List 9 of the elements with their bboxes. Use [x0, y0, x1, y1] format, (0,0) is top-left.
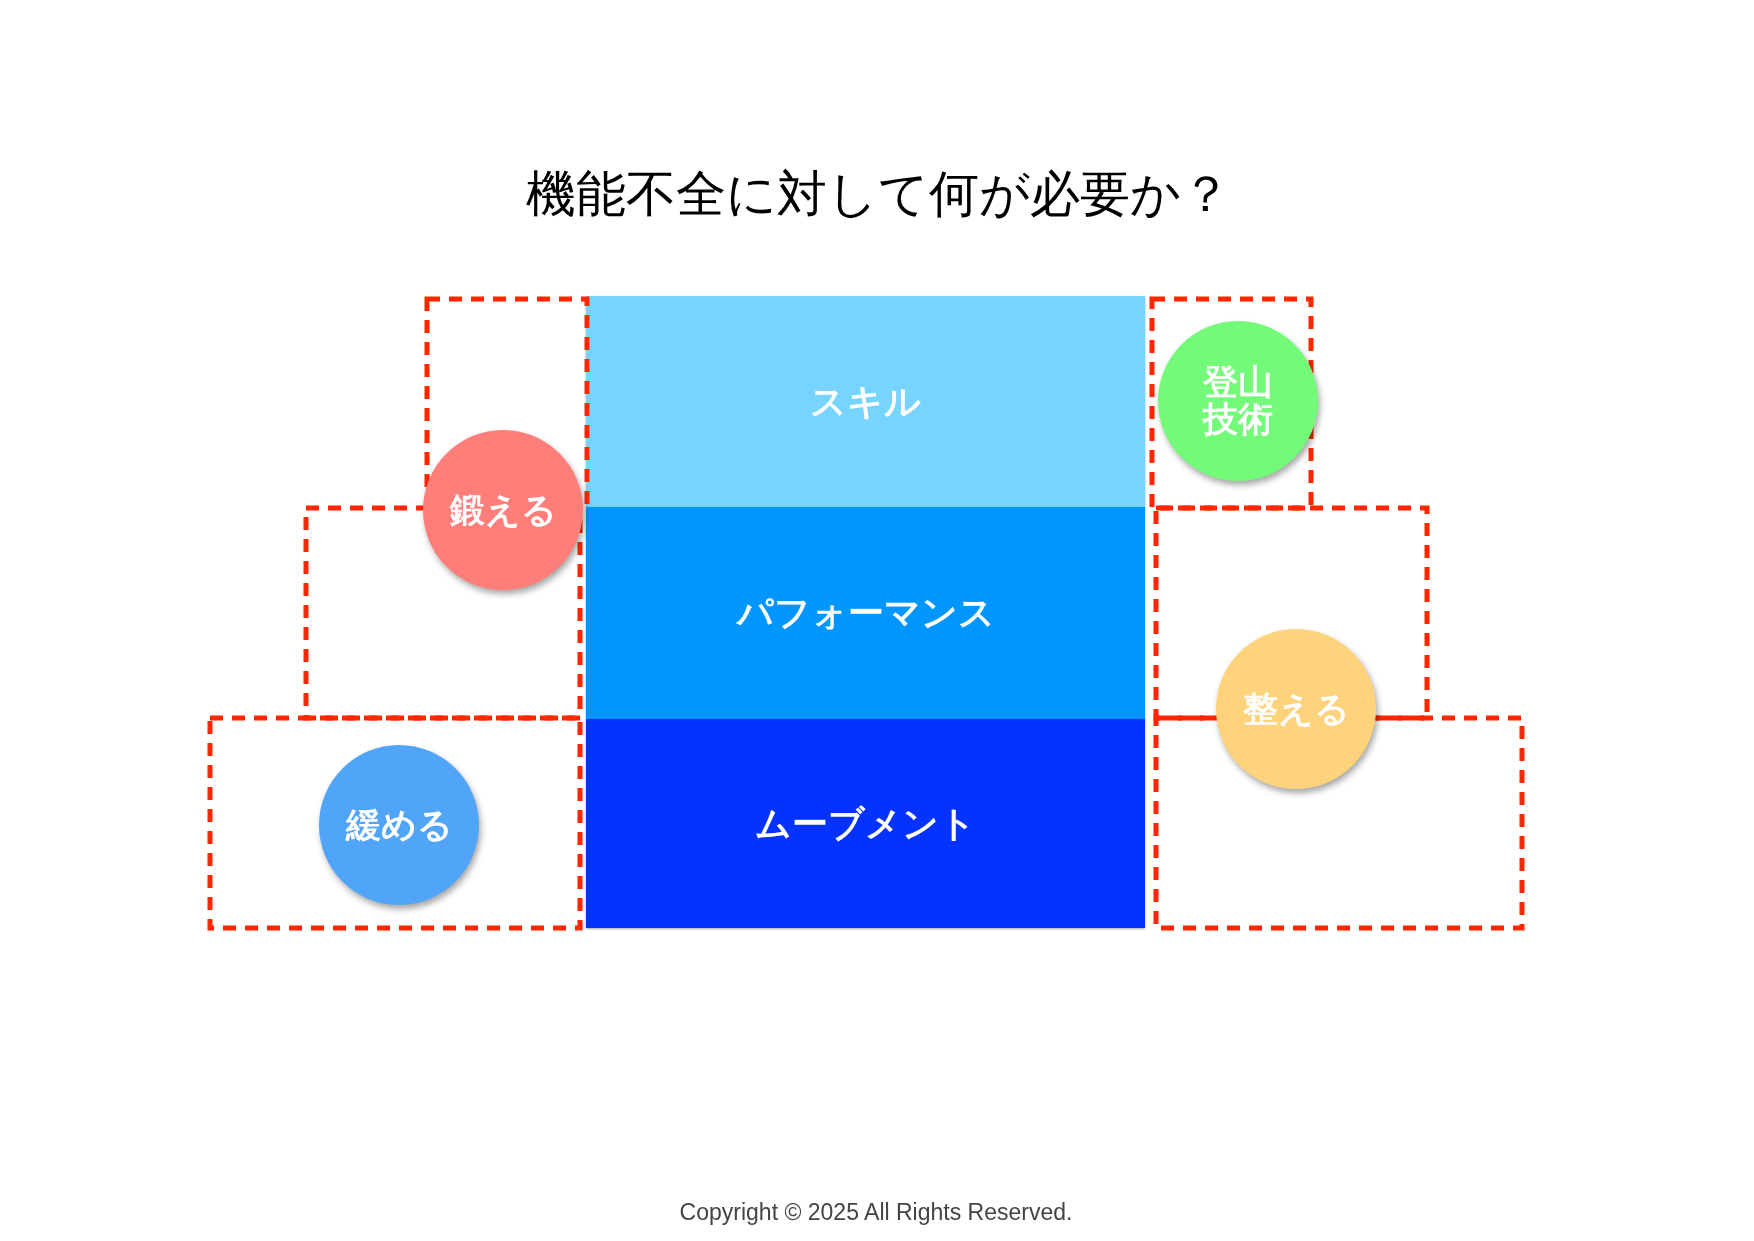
title: 機能不全に対して何が必要か？: [525, 164, 1231, 224]
tier-box: ムーブメント: [586, 719, 1145, 928]
tier-box: パフォーマンス: [586, 507, 1145, 719]
circle-node: 登山技術: [1158, 321, 1318, 481]
circle-node: 鍛える: [423, 430, 583, 590]
circle-node: 整える: [1216, 629, 1376, 789]
copyright-text: Copyright © 2025 All Rights Reserved.: [679, 1198, 1073, 1226]
tier-box: スキル: [586, 296, 1145, 507]
circle-node: 緩める: [319, 745, 479, 905]
